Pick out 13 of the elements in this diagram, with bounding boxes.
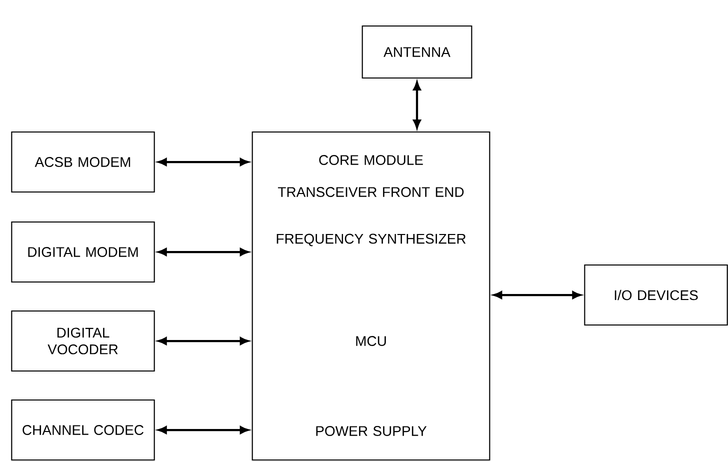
block-box: ANTENNA <box>362 25 472 79</box>
block-box: ACSB MODEM <box>11 131 155 193</box>
arrow <box>158 426 249 434</box>
block-box: I/O DEVICES <box>584 264 728 326</box>
module-box: CORE MODULE TRANSCEIVER FRONT END FREQUENCY SYNTHESIZER MCU POWER SUPPLY <box>252 131 490 461</box>
arrow <box>158 158 249 166</box>
arrow <box>158 248 249 256</box>
block-box: CHANNEL CODEC <box>11 399 155 461</box>
arrow <box>493 291 581 299</box>
block-box: DIGITAL MODEM <box>11 221 155 283</box>
arrow <box>158 337 249 345</box>
arrow <box>413 82 421 128</box>
block-box: DIGITAL VOCODER <box>11 310 155 372</box>
